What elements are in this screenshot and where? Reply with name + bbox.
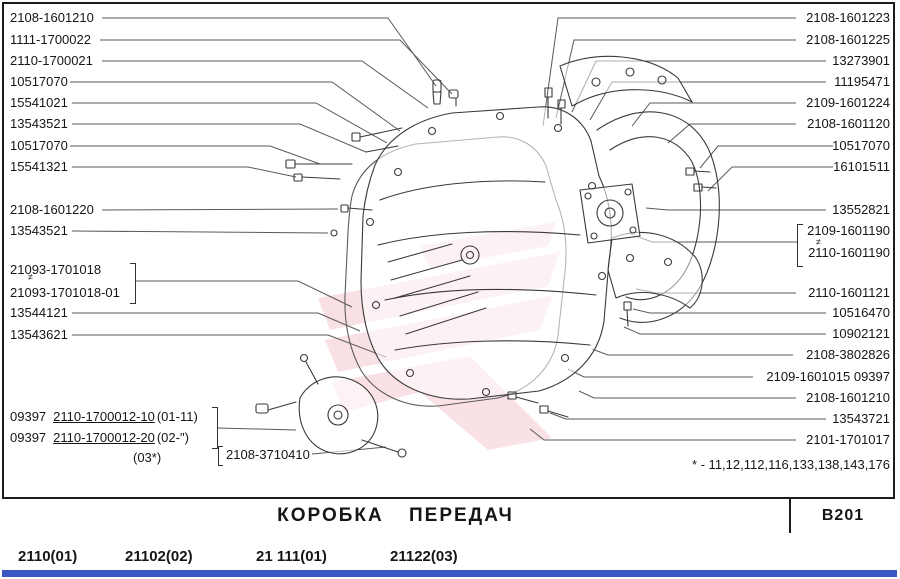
applicability: (03*) [133, 450, 162, 465]
variant-mark: ≠ [28, 272, 33, 282]
part-label: 10517070 [10, 74, 68, 89]
part-number: 2110-1700012-10 [53, 409, 155, 424]
applicability: (02-") [156, 430, 189, 445]
page-code: B201 [789, 499, 895, 533]
part-label: 2109-1601190 [807, 223, 890, 238]
applicability: (01-11) [156, 409, 198, 424]
part-number: 2110-1700012-20 [53, 430, 155, 445]
assembly-label: 09397 2110-1700012-20(02-") [10, 430, 189, 446]
part-label: 2108-1601120 [807, 116, 890, 131]
part-label: 10517070 [832, 138, 890, 153]
part-label: 2108-1601223 [806, 10, 890, 25]
part-label: 11195471 [834, 74, 890, 89]
part-label: 2110-1601121 [808, 285, 890, 300]
part-label: 21093-1701018-01 [10, 285, 120, 300]
part-label: 2108-3710410 [226, 447, 310, 462]
part-label: 2108-1601210 [10, 10, 94, 25]
part-label: 15541021 [10, 95, 68, 110]
part-label: 1111-1700022 [10, 32, 91, 47]
model-applicability-row: 2110(01) 21102(02) 21 111(01) 21122(03) [0, 548, 900, 570]
part-label: 16101511 [833, 159, 890, 174]
part-label: 15541321 [10, 159, 68, 174]
part-label: 13543621 [10, 327, 68, 342]
group-bracket [130, 263, 136, 304]
model-code: 21102(02) [125, 548, 193, 565]
part-label: 13544121 [10, 305, 68, 320]
part-label: 2108-3802826 [806, 347, 890, 362]
assembly-label: 09397 2110-1700012-10(01-11) [10, 409, 198, 425]
title-bar: КОРОБКА ПЕРЕДАЧ B201 [2, 497, 895, 533]
group-bracket [212, 407, 218, 449]
part-label: 2109-1601224 [806, 95, 890, 110]
oem-code: 09397 [10, 409, 47, 424]
part-label: 13552821 [832, 202, 890, 217]
variants-footnote: * - 11,12,112,116,133,138,143,176 [691, 457, 890, 472]
group-bracket [797, 224, 803, 267]
part-label: 10902121 [832, 326, 890, 341]
part-label: 2108-1601210 [806, 390, 890, 405]
variant-mark: ≠ [816, 237, 821, 247]
part-label: 10517070 [10, 138, 68, 153]
part-label: 2108-1601220 [10, 202, 94, 217]
gearbox-drawing [255, 55, 720, 458]
part-label: 2110-1700021 [10, 53, 93, 68]
part-label: 13543521 [10, 116, 68, 131]
part-label: 13273901 [832, 53, 890, 68]
part-label: 2101-1701017 [806, 432, 890, 447]
model-code: 21122(03) [390, 548, 458, 565]
part-label: 13543521 [10, 223, 68, 238]
part-label: 10516470 [832, 305, 890, 320]
part-label: 2110-1601190 [808, 245, 890, 260]
group-bracket [218, 446, 223, 466]
oem-code: 09397 [10, 430, 47, 445]
part-label: 21093-1701018 [10, 262, 102, 277]
part-label: 2109-1601015 09397 [766, 369, 890, 384]
part-label: 13543721 [832, 411, 890, 426]
bottom-accent-bar [2, 570, 897, 577]
model-code: 21 111(01) [256, 548, 327, 565]
part-label: 2108-1601225 [806, 32, 890, 47]
page-title: КОРОБКА ПЕРЕДАЧ [277, 505, 514, 526]
model-code: 2110(01) [18, 548, 78, 565]
